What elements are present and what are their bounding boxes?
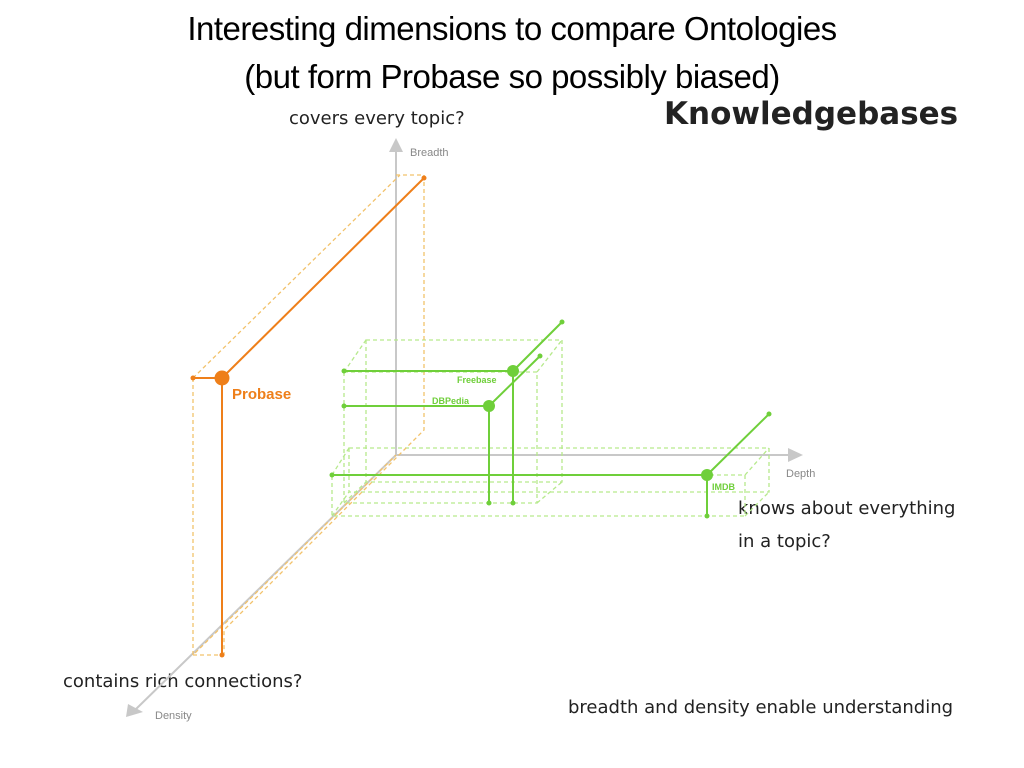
depth-question-line-1: knows about everything	[738, 498, 956, 519]
density-axis-label: Density	[155, 710, 192, 722]
dbpedia-lines	[344, 355, 541, 503]
slide-title-line-2: (but form Probase so possibly biased)	[244, 58, 780, 95]
freebase-marker	[507, 365, 519, 377]
freebase-label: Freebase	[457, 375, 497, 385]
breadth-axis-arrow	[389, 138, 403, 152]
depth-axis-label: Depth	[786, 468, 815, 480]
imdb-lines	[332, 413, 770, 516]
breadth-axis-label: Breadth	[410, 147, 449, 159]
dbpedia-label: DBPedia	[432, 396, 470, 406]
probase-marker	[214, 370, 230, 386]
green-dashed-boxes	[331, 339, 770, 517]
imdb-marker	[701, 469, 713, 481]
breadth-question: covers every topic?	[289, 108, 465, 129]
orange-dashed-box	[192, 174, 425, 657]
slide-title-line-1: Interesting dimensions to compare Ontolo…	[187, 10, 837, 47]
density-axis	[134, 454, 397, 711]
depth-axis-arrow	[788, 448, 803, 462]
footer-note: breadth and density enable understanding	[568, 697, 954, 718]
dbpedia-marker	[483, 400, 495, 412]
imdb-label: IMDB	[712, 482, 735, 492]
freebase-lines	[344, 321, 563, 503]
density-axis-arrow	[126, 704, 143, 717]
axes	[134, 150, 790, 711]
density-question: contains rich connections?	[63, 671, 303, 692]
diagram-heading: Knowledgebases	[664, 96, 959, 132]
depth-question-line-2: in a topic?	[738, 531, 831, 552]
probase-lines	[193, 177, 425, 655]
probase-label: Probase	[232, 386, 291, 403]
